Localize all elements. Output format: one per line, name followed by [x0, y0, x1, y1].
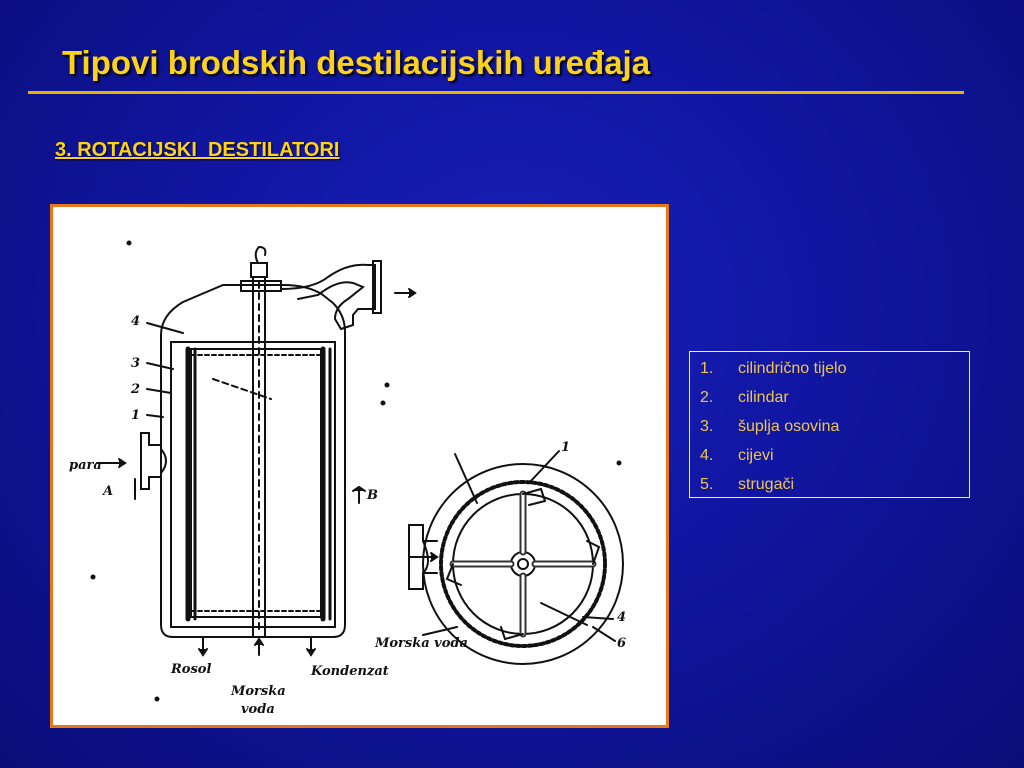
label-morska-voda-side: Morska voda: [374, 636, 468, 651]
label-right-1: 1: [561, 440, 570, 455]
legend-number: 1.: [700, 360, 714, 377]
label-morska-2: voda: [241, 702, 275, 717]
outer-shell: [160, 284, 346, 638]
label-morska-1: Morska: [230, 684, 286, 699]
figure-frame: 4 3 2 1 para A B Rosol Morska voda Konde…: [50, 204, 669, 728]
legend-item: 1. cilindrično tijelo: [700, 358, 959, 387]
legend-box: 1. cilindrično tijelo 2. cilindar 3. šuplja…: [689, 351, 970, 498]
legend-item: 4. cijevi: [700, 445, 959, 474]
outer-casing-section: [422, 463, 624, 665]
legend-label: šuplja osovina: [738, 418, 840, 435]
label-section-b: B: [366, 488, 378, 503]
legend-label: strugači: [738, 476, 795, 493]
title-underline: [28, 91, 964, 94]
label-1: 1: [131, 408, 140, 423]
legend-list: 1. cilindrično tijelo 2. cilindar 3. šuplja…: [700, 358, 959, 503]
steam-inlet: [140, 432, 162, 490]
legend-number: 3.: [700, 418, 714, 435]
label-4: 4: [131, 314, 140, 329]
legend-item: 3. šuplja osovina: [700, 416, 959, 445]
label-rosol: Rosol: [170, 662, 211, 677]
rotary-distiller-diagram: 4 3 2 1 para A B Rosol Morska voda Konde…: [69, 240, 626, 717]
slide-title: Tipovi brodskih destilacijskih uređaja: [62, 44, 651, 81]
legend-number: 4.: [700, 447, 714, 464]
legend-label: cilindar: [738, 389, 789, 406]
legend-item: 2. cilindar: [700, 387, 959, 416]
label-section-a: A: [101, 484, 113, 499]
legend-label: cijevi: [738, 447, 774, 464]
inner-cylinder: [190, 348, 322, 618]
steam-outlet-pipe: [280, 263, 376, 331]
label-2: 2: [130, 382, 140, 397]
label-3: 3: [131, 356, 140, 371]
label-right-6: 6: [617, 636, 626, 651]
legend-number: 5.: [700, 476, 714, 493]
inner-shell: [170, 341, 336, 628]
legend-label: cilindrično tijelo: [738, 360, 847, 377]
label-para: para: [69, 458, 102, 473]
legend-item: 5. strugači: [700, 474, 959, 503]
label-kondenzat: Kondenzat: [310, 664, 389, 679]
section-heading: 3. ROTACIJSKI DESTILATORI: [55, 139, 340, 161]
legend-number: 2.: [700, 389, 714, 406]
label-right-4: 4: [617, 610, 626, 625]
